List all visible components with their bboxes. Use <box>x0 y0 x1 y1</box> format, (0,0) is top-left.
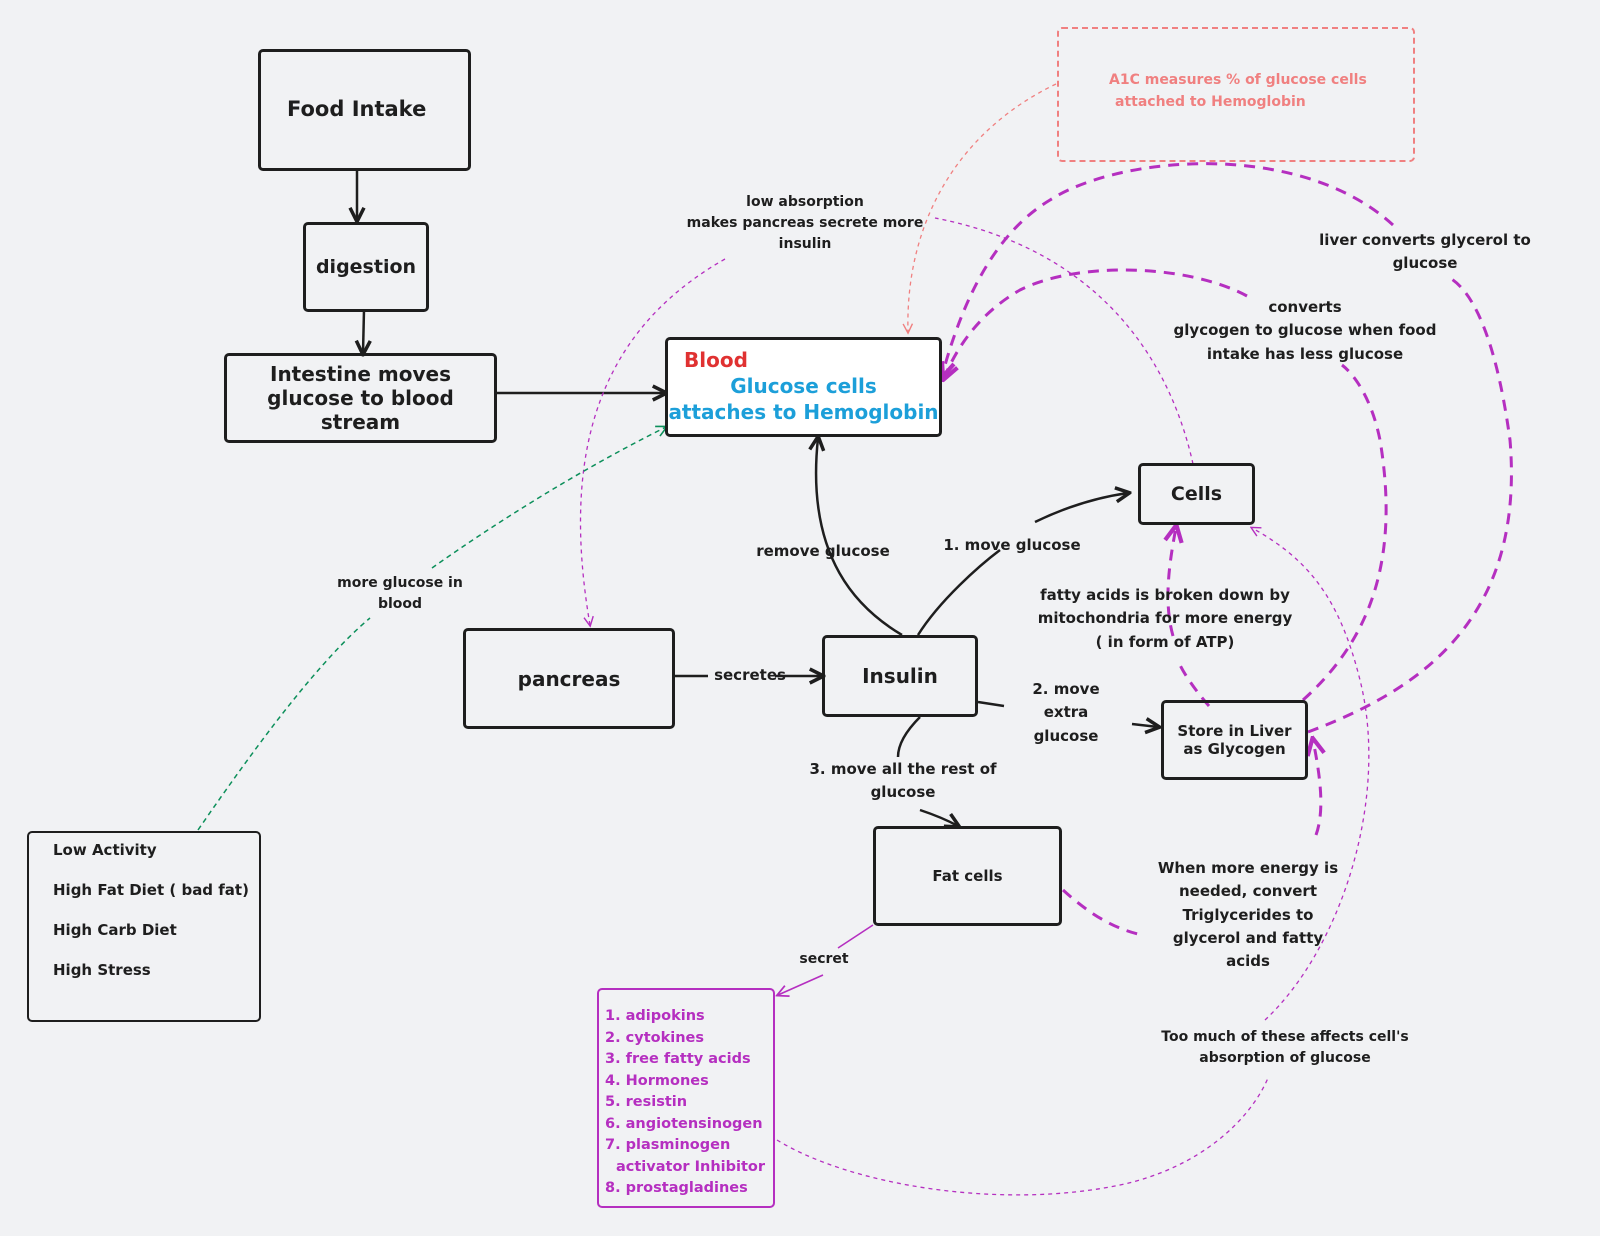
secretion-item: activator Inhibitor <box>616 1158 766 1175</box>
secretion-item: 8. prostagladines <box>605 1180 748 1196</box>
arrow-risk-to-blood <box>197 427 666 831</box>
arrow-insulin-to-fat-cells <box>896 716 958 826</box>
arrow-secretions-to-cells <box>776 528 1370 1196</box>
a1c-note[interactable]: A1C measures % of glucose cells attached… <box>1057 27 1415 162</box>
blood-glucose-line-2: attaches to Hemoglobin <box>668 400 939 424</box>
blood-glucose-line-1: Glucose cells <box>730 374 877 398</box>
arrow-glycerol-to-blood <box>942 162 1513 734</box>
label-low-absorption: low absorption makes pancreas secrete mo… <box>686 194 924 252</box>
secretions-list-box[interactable]: 1. adipokins 2. cytokines 3. free fatty … <box>597 988 775 1208</box>
label-secret: secret <box>799 951 849 967</box>
risk-factors-box[interactable]: Low Activity High Fat Diet ( bad fat) Hi… <box>27 831 261 1022</box>
risk-factor-item: Low Activity <box>53 841 157 859</box>
arrow-fat-to-liver <box>1061 740 1321 937</box>
label-fatty-acids: fatty acids is broken down by mitochondr… <box>1037 586 1293 651</box>
arrow-digestion-to-intestine <box>363 309 364 353</box>
cells-node[interactable]: Cells <box>1138 463 1255 525</box>
fat-cells-node[interactable]: Fat cells <box>873 826 1062 926</box>
label-liver-converts: liver converts glycerol to glucose <box>1319 231 1531 273</box>
label-move-glucose: 1. move glucose <box>943 536 1081 554</box>
intestine-line-2: glucose to blood stream <box>267 386 454 434</box>
label-remove-glucose: remove glucose <box>756 542 890 560</box>
risk-factor-item: High Stress <box>53 961 151 979</box>
blood-node[interactable]: Blood Glucose cells attaches to Hemoglob… <box>665 337 942 437</box>
arrow-insulin-to-blood <box>816 438 903 637</box>
pancreas-node[interactable]: pancreas <box>463 628 675 729</box>
blood-title: Blood <box>684 348 748 372</box>
digestion-node[interactable]: digestion <box>303 222 429 312</box>
label-converts-glycogen: converts glycogen to glucose when food i… <box>1173 298 1437 363</box>
secretion-item: 7. plasminogen <box>605 1137 731 1153</box>
arrow-insulin-to-liver <box>977 700 1158 727</box>
liver-node[interactable]: Store in Liver as Glycogen <box>1161 700 1308 780</box>
intestine-line-1: Intestine moves <box>270 362 451 386</box>
secretion-item: 1. adipokins <box>605 1008 705 1024</box>
secretion-item: 5. resistin <box>605 1094 688 1110</box>
risk-factor-item: High Carb Diet <box>53 921 177 939</box>
liver-line-1: Store in Liver <box>1177 722 1292 740</box>
label-secretes: secretes <box>714 666 786 684</box>
label-more-energy: When more energy is needed, convert Trig… <box>1157 859 1339 970</box>
intestine-node[interactable]: Intestine moves glucose to blood stream <box>224 353 497 443</box>
secretion-item: 6. angiotensinogen <box>605 1115 763 1132</box>
risk-factor-item: High Fat Diet ( bad fat) <box>53 881 249 899</box>
food-intake-node[interactable]: Food Intake <box>258 49 471 171</box>
secretion-item: 2. cytokines <box>605 1029 704 1046</box>
label-too-much: Too much of these affects cell's absorpt… <box>1161 1029 1409 1066</box>
secretion-item: 4. Hormones <box>605 1072 709 1089</box>
secretion-item: 3. free fatty acids <box>605 1051 751 1067</box>
label-move-rest: 3. move all the rest of glucose <box>809 760 997 802</box>
label-more-glucose: more glucose in blood <box>337 575 463 612</box>
arrow-insulin-to-cells <box>916 493 1128 636</box>
liver-line-2: as Glycogen <box>1183 740 1286 758</box>
arrow-glycogen-to-blood <box>944 268 1388 702</box>
a1c-line-1: A1C measures % of glucose cells <box>1109 72 1367 88</box>
label-move-extra: 2. move extra glucose <box>1032 680 1100 745</box>
arrow-a1c-to-blood <box>908 83 1057 332</box>
insulin-node[interactable]: Insulin <box>822 635 978 717</box>
arrow-fat-to-secretions <box>778 924 874 995</box>
arrow-cells-to-pancreas <box>580 217 1194 625</box>
a1c-line-2: attached to Hemoglobin <box>1115 94 1306 111</box>
